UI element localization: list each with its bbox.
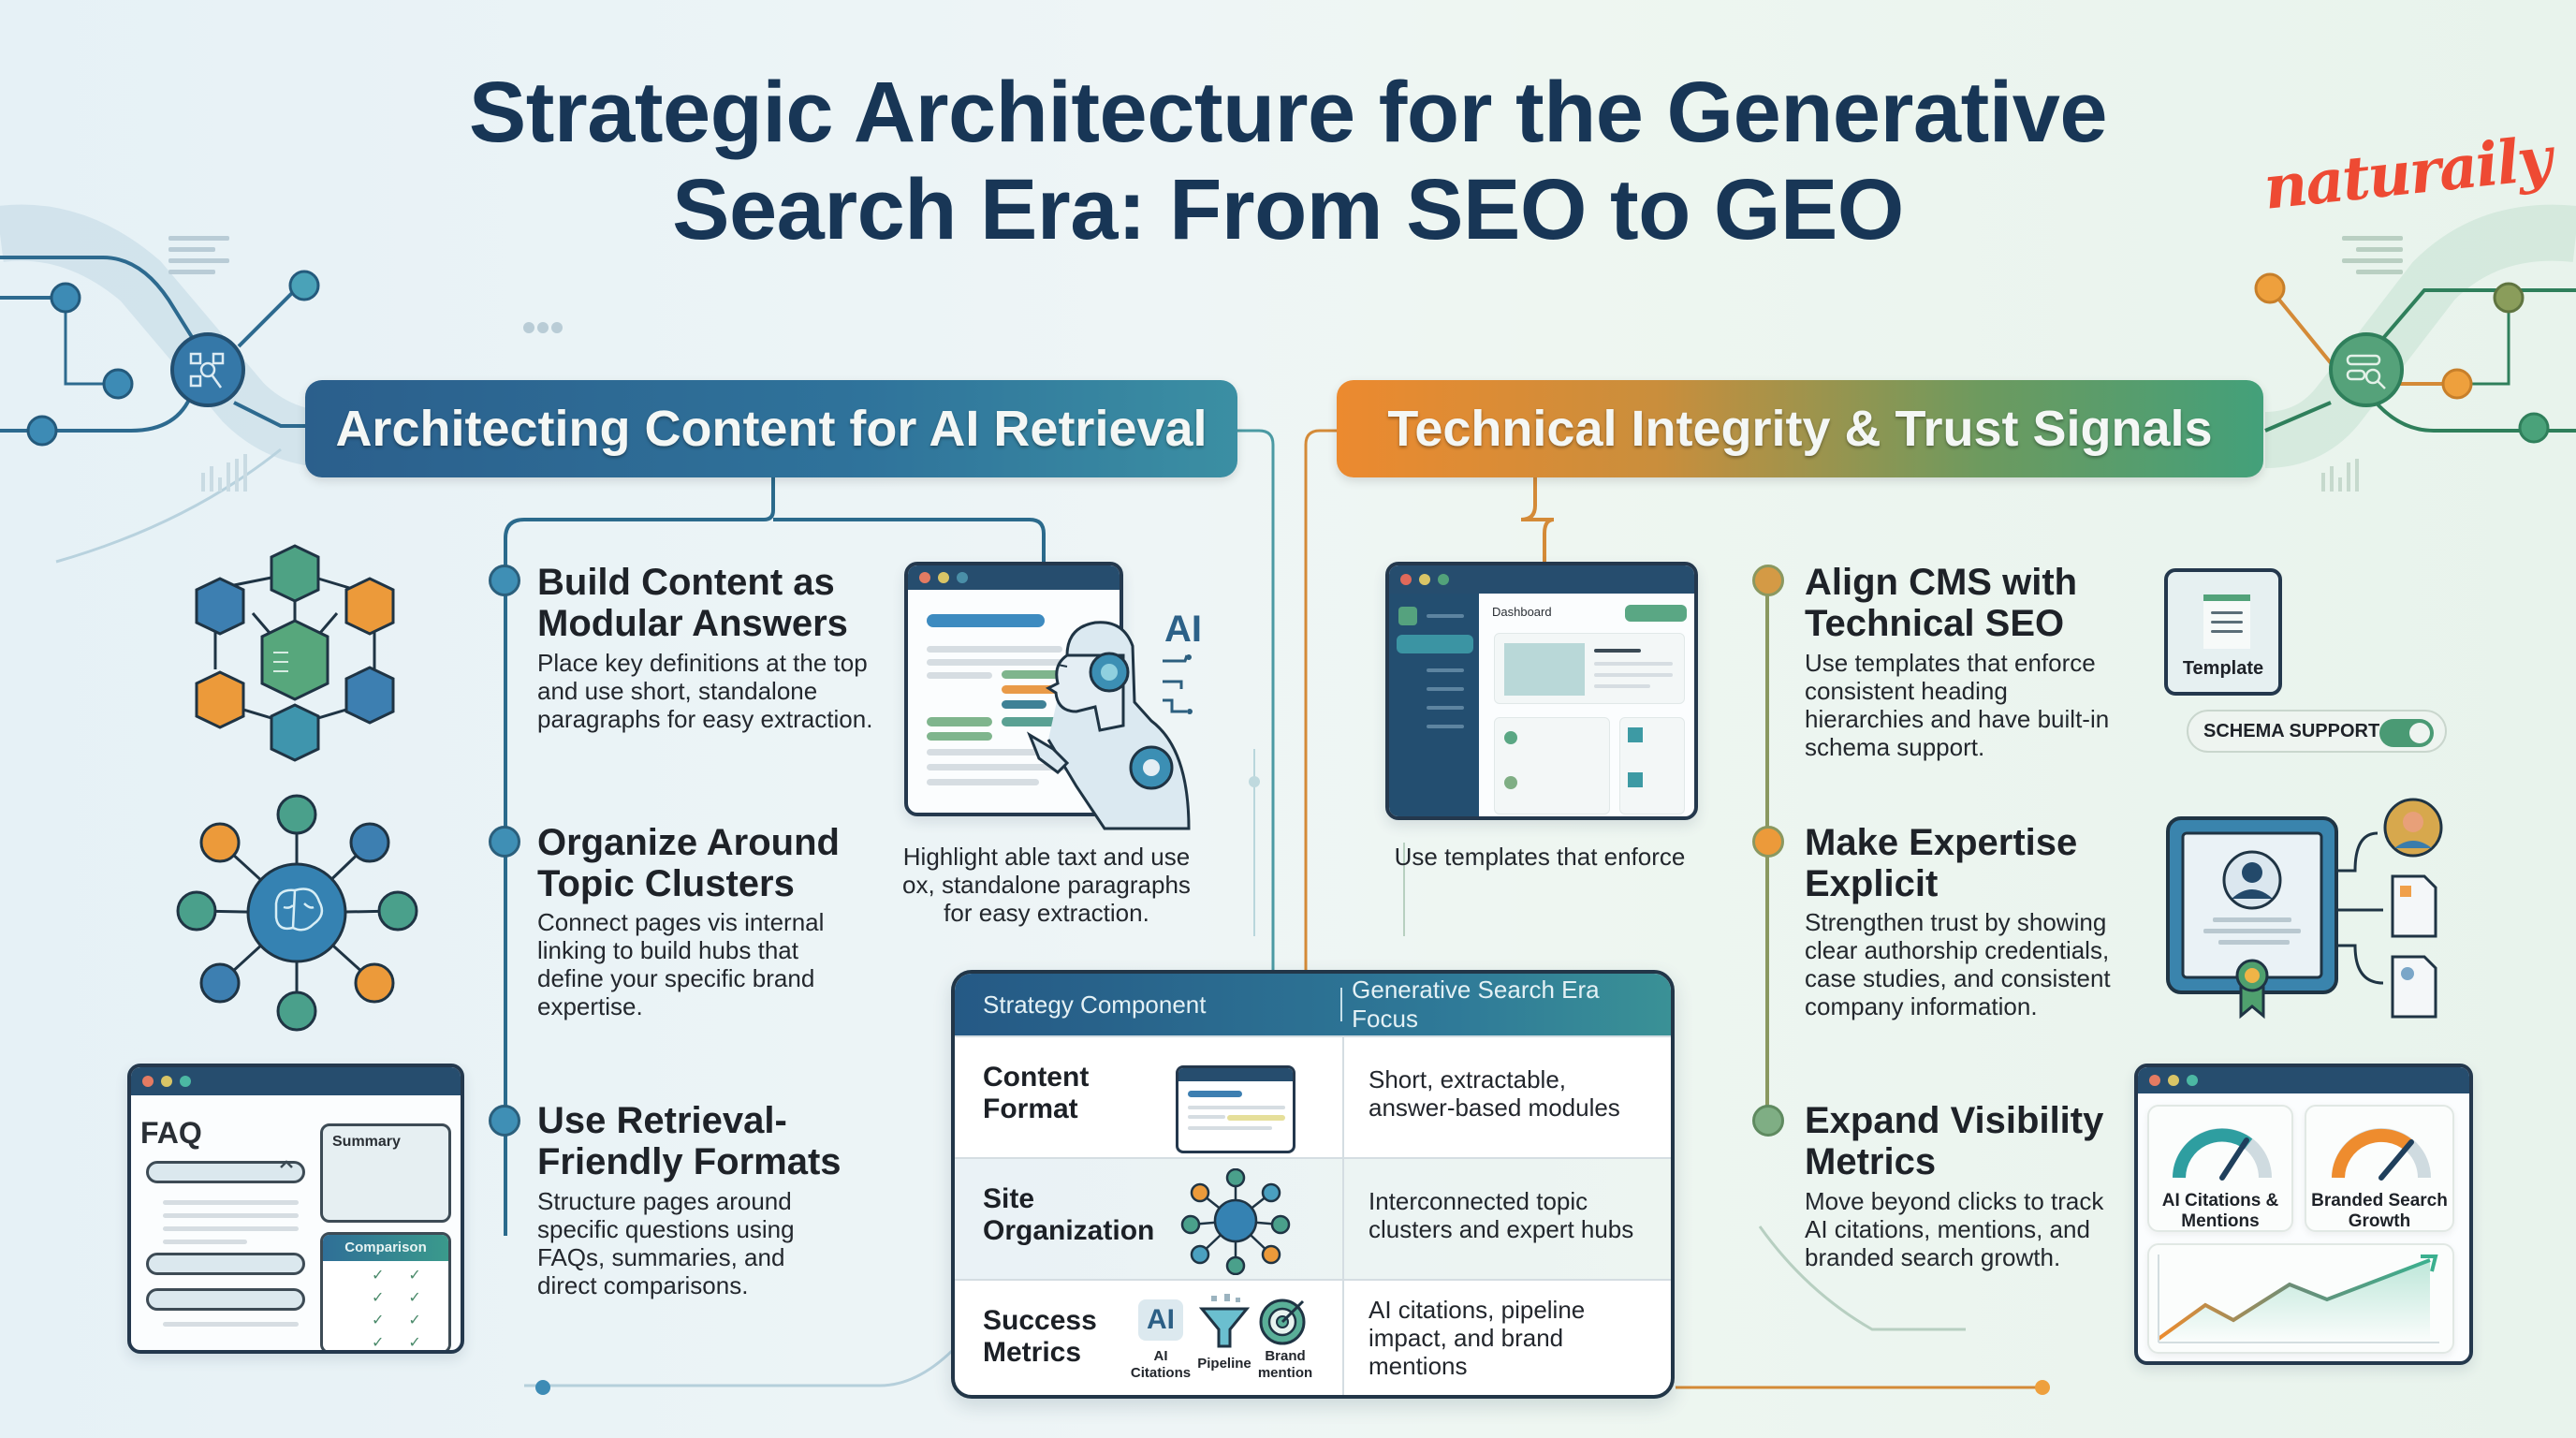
template-label: Template bbox=[2182, 658, 2264, 679]
page-title: Strategic Architecture for the Generativ… bbox=[0, 64, 2576, 258]
ai-illustration-caption: Highlight able taxt and use ox, standalo… bbox=[902, 843, 1191, 927]
toggle-switch-on[interactable] bbox=[2379, 719, 2434, 747]
step-marker-4 bbox=[1752, 565, 1784, 596]
table-row-success-metrics: Success Metrics AI AI Citations Pipeline… bbox=[955, 1279, 1671, 1395]
step-marker-6 bbox=[1752, 1105, 1784, 1137]
gauge-icon bbox=[2332, 1128, 2431, 1181]
growth-line-chart-icon bbox=[2157, 1255, 2439, 1343]
title-line-2: Search Era: From SEO to GEO bbox=[672, 162, 1904, 257]
left-section-banner: Architecting Content for AI Retrieval bbox=[305, 380, 1237, 477]
header-strategy-component: Strategy Component bbox=[955, 988, 1343, 1021]
signal-lines-icon bbox=[1163, 654, 1193, 714]
faq-label: FAQ bbox=[140, 1116, 202, 1150]
step-marker-3 bbox=[489, 1105, 520, 1137]
template-icon: Template bbox=[2164, 568, 2282, 696]
comparison-label: Comparison bbox=[323, 1235, 448, 1261]
step-desc-expertise: Strengthen trust by showing clear author… bbox=[1805, 908, 2111, 1020]
robot-icon bbox=[1026, 621, 1191, 830]
funnel-icon bbox=[1198, 1294, 1251, 1348]
dashboard-caption: Use templates that enforce bbox=[1394, 843, 1686, 871]
brand-mention-label: Brand mention bbox=[1257, 1348, 1313, 1381]
metrics-dashboard-window: AI Citations & Mentions Branded Search G… bbox=[2134, 1064, 2473, 1365]
faq-window-icon: FAQ Summary Comparison ✓✓✓✓✓✓✓✓ bbox=[127, 1064, 464, 1354]
gauge2-label: Branded Search Growth bbox=[2311, 1191, 2448, 1231]
step-desc-topic-clusters: Connect pages vis internal linking to bu… bbox=[537, 908, 825, 1020]
table-header: Strategy Component Generative Search Era… bbox=[955, 974, 1671, 1035]
modular-cubes-icon bbox=[195, 544, 395, 762]
table-row-content-format: Content Format Short, extractable, answe… bbox=[955, 1035, 1671, 1157]
step-marker-1 bbox=[489, 565, 520, 596]
gauge-card-ai-citations: AI Citations & Mentions bbox=[2147, 1105, 2293, 1232]
step-desc-visibility: Move beyond clicks to track AI citations… bbox=[1805, 1187, 2104, 1271]
dashboard-label: Dashboard bbox=[1492, 605, 1552, 619]
step-desc-align-cms: Use templates that enforce consistent he… bbox=[1805, 649, 2110, 761]
growth-chart-card bbox=[2147, 1243, 2454, 1354]
table-row-site-organization: Site Organization Interconnected topic c… bbox=[955, 1157, 1671, 1279]
schema-support-label: SCHEMA SUPPORT bbox=[2203, 720, 2380, 741]
step-desc-retrieval-formats: Structure pages around specific question… bbox=[537, 1187, 795, 1299]
ai-badge: AI bbox=[1164, 609, 1202, 650]
right-section-banner: Technical Integrity & Trust Signals bbox=[1337, 380, 2263, 477]
ai-citations-icon: AI bbox=[1138, 1299, 1183, 1341]
document-window-icon bbox=[1176, 1065, 1295, 1153]
summary-label: Summary bbox=[332, 1134, 401, 1150]
ai-citations-label: AI Citations bbox=[1130, 1348, 1192, 1381]
cms-dashboard-window: Dashboard bbox=[1385, 562, 1698, 820]
gauge-icon bbox=[2173, 1128, 2272, 1181]
title-line-1: Strategic Architecture for the Generativ… bbox=[468, 65, 2108, 160]
step-marker-5 bbox=[1752, 826, 1784, 858]
step-desc-modular-answers: Place key definitions at the top and use… bbox=[537, 649, 873, 733]
hub-network-icon bbox=[1180, 1168, 1291, 1275]
gauge1-label: AI Citations & Mentions bbox=[2161, 1191, 2279, 1231]
search-scan-icon bbox=[189, 352, 225, 389]
pipeline-label: Pipeline bbox=[1197, 1356, 1251, 1372]
step-marker-2 bbox=[489, 826, 520, 858]
strategy-comparison-table: Strategy Component Generative Search Era… bbox=[951, 970, 1675, 1399]
database-search-icon bbox=[2346, 354, 2386, 389]
target-icon bbox=[1259, 1299, 1306, 1345]
chevron-up-icon bbox=[280, 1160, 293, 1168]
step-title-retrieval-formats: Use Retrieval-Friendly Formats bbox=[537, 1100, 842, 1182]
gauge-card-branded-search: Branded Search Growth bbox=[2305, 1105, 2454, 1232]
certificate-icon bbox=[2166, 798, 2443, 1020]
schema-support-toggle[interactable]: SCHEMA SUPPORT bbox=[2187, 710, 2447, 753]
brain-hub-icon bbox=[176, 794, 418, 1032]
header-generative-focus: Generative Search Era Focus bbox=[1352, 976, 1600, 1033]
